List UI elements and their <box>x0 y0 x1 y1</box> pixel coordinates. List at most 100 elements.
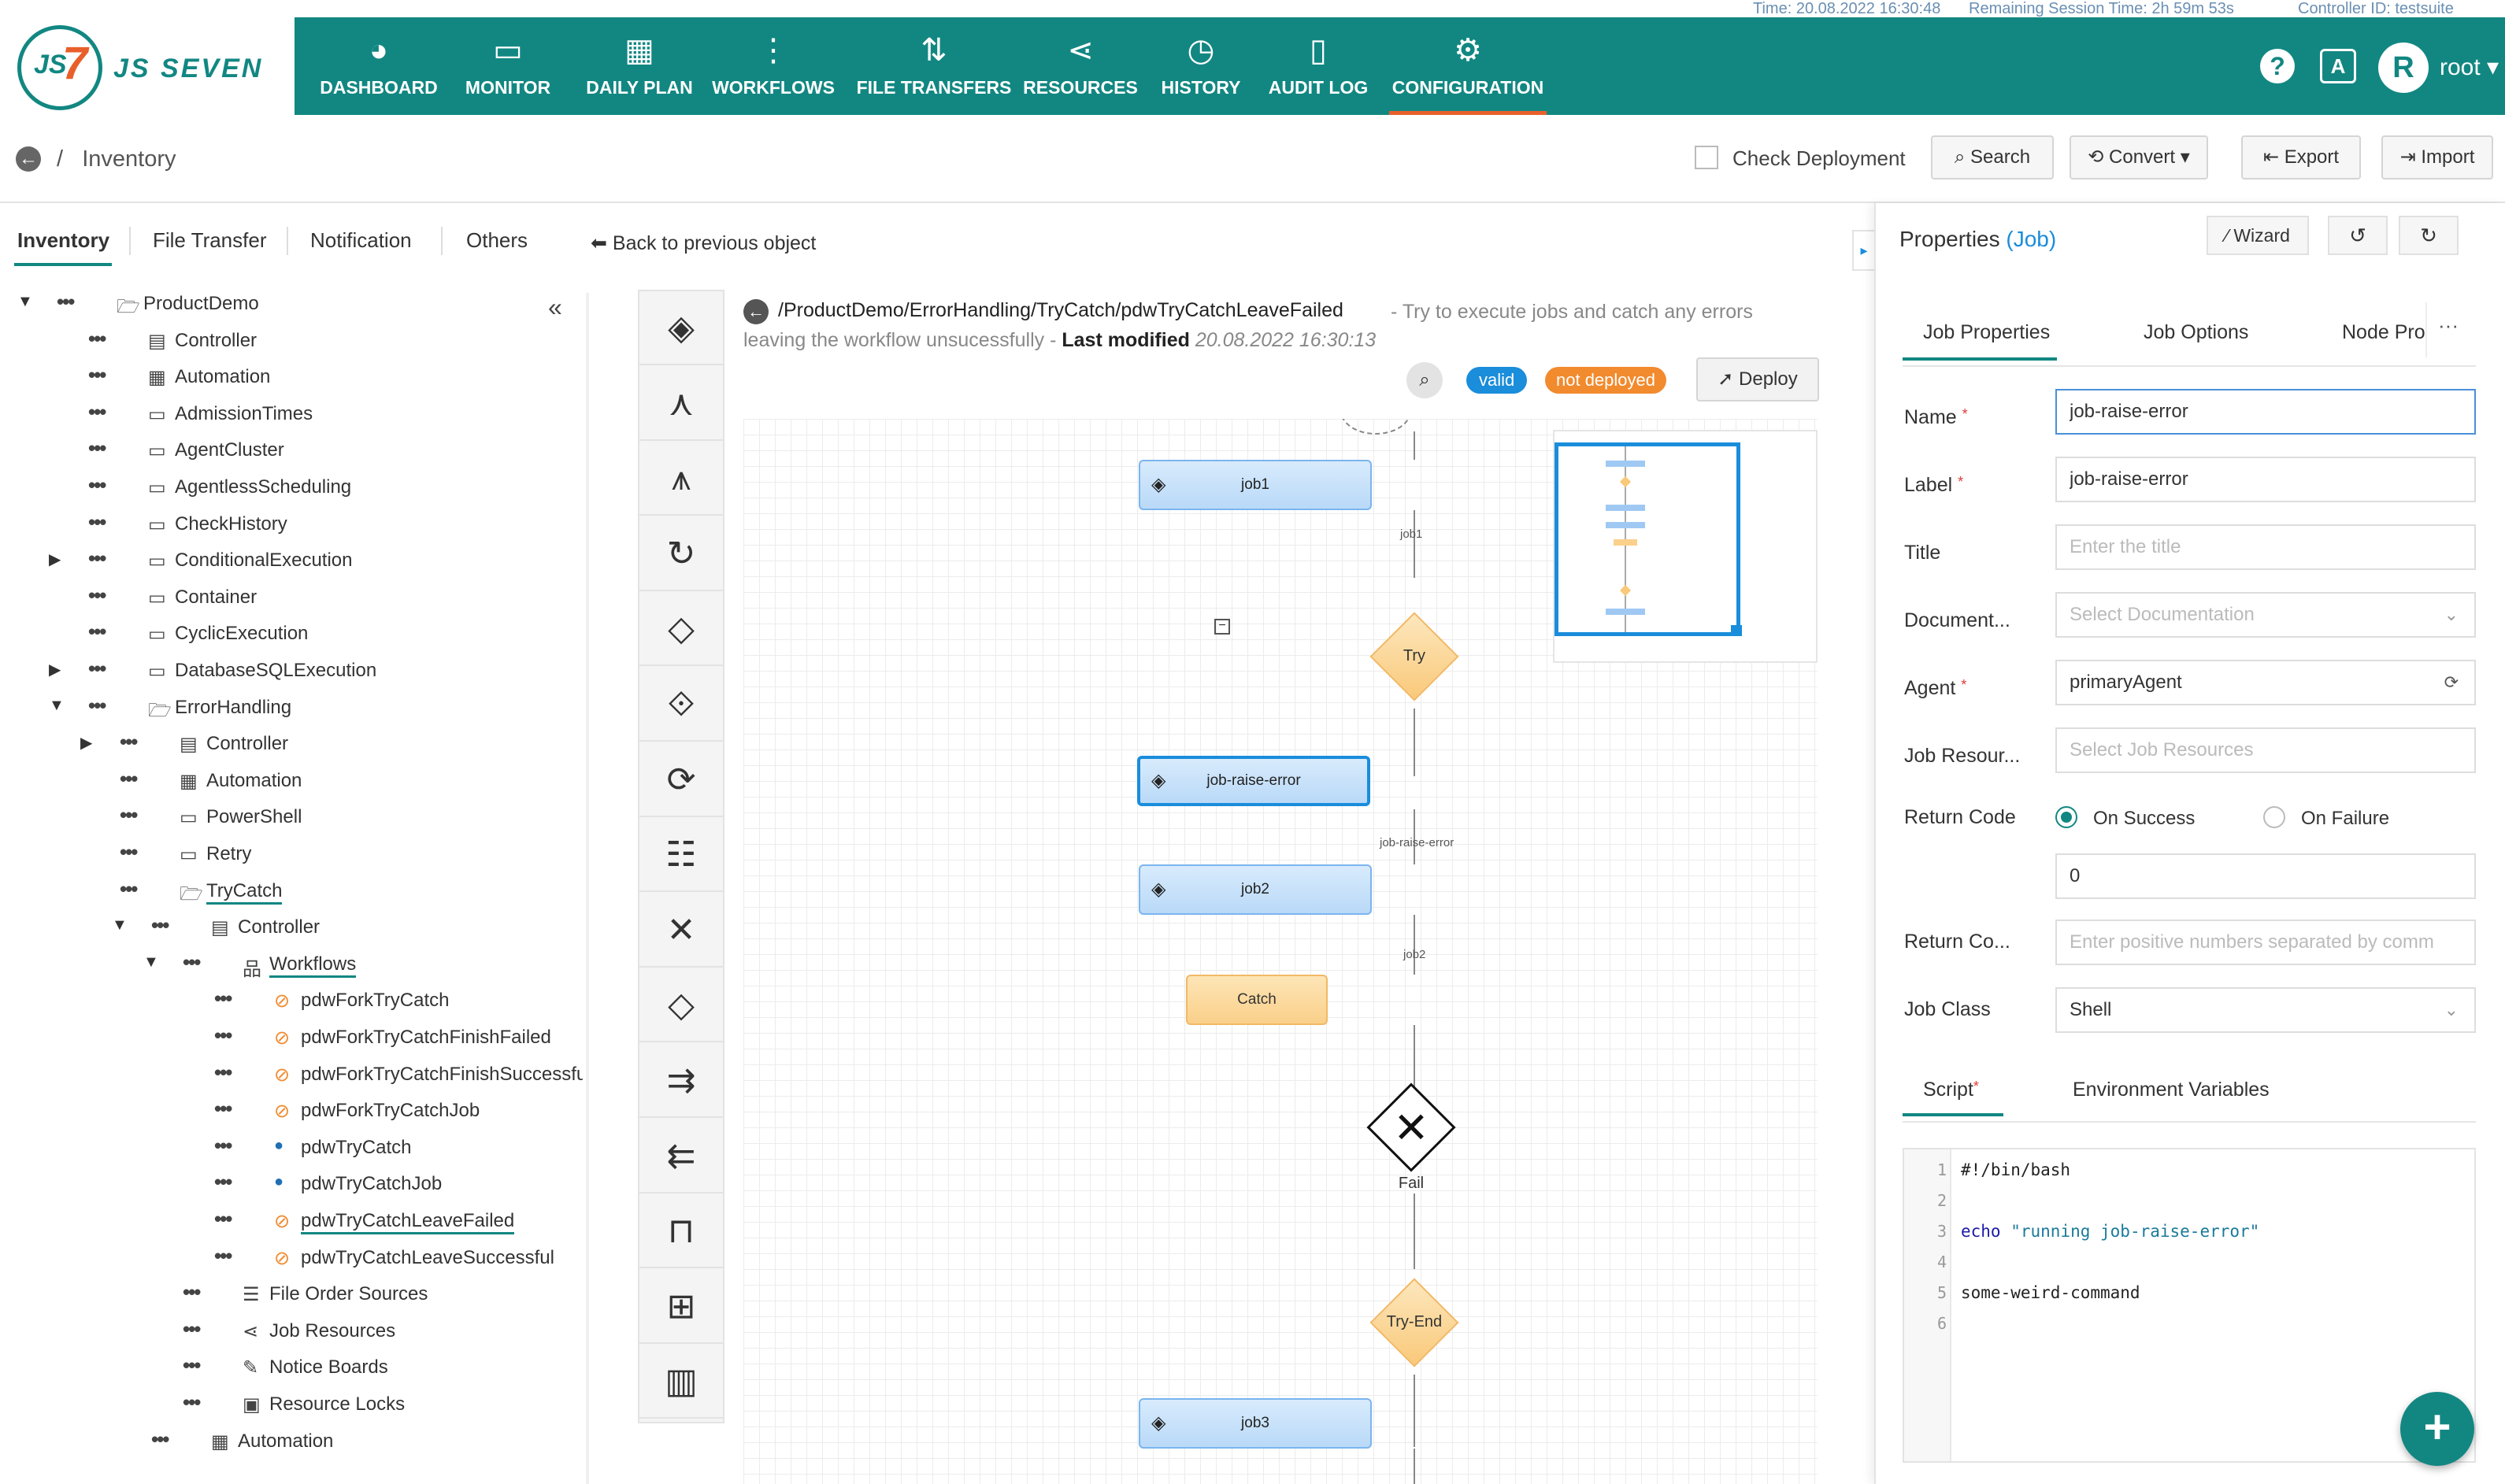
convert-button[interactable]: ⟲ Convert ▾ <box>2070 135 2208 179</box>
tree-item[interactable]: •••⊘pdwTryCatchLeaveFailed <box>0 1207 583 1242</box>
more-options-icon[interactable]: ••• <box>183 1316 201 1341</box>
more-options-icon[interactable]: ••• <box>214 1207 232 1230</box>
more-options-icon[interactable]: ••• <box>183 1353 201 1378</box>
check-deployment-checkbox[interactable] <box>1695 146 1718 169</box>
caret-right-icon[interactable]: ▶ <box>49 551 61 569</box>
tab-node-properties[interactable]: Node Pro <box>2342 321 2425 343</box>
caret-down-icon[interactable]: ▼ <box>49 696 65 714</box>
tree-item[interactable]: •••▦Automation <box>0 1427 583 1462</box>
tab-others[interactable]: Others <box>466 228 528 252</box>
collapse-icon[interactable]: − <box>1214 619 1230 635</box>
more-options-icon[interactable]: ••• <box>88 693 106 717</box>
more-options-icon[interactable]: ••• <box>88 399 106 424</box>
more-options-icon[interactable]: ••• <box>120 876 138 901</box>
catch-node[interactable]: Catch <box>1186 975 1328 1025</box>
search-button[interactable]: ⌕ Search <box>1931 135 2054 179</box>
tab-script[interactable]: Script* <box>1923 1079 1979 1101</box>
fork-list-icon[interactable]: ⩚ <box>639 442 723 516</box>
more-options-icon[interactable]: ••• <box>183 949 201 974</box>
redo-icon[interactable]: ↻ <box>2399 216 2459 255</box>
tree-item[interactable]: •••▭AgentCluster <box>0 436 583 471</box>
job-node-job2[interactable]: ◈job2 <box>1139 864 1372 915</box>
panel-splitter[interactable] <box>586 293 589 1484</box>
wizard-button[interactable]: ⁄ Wizard <box>2207 216 2309 255</box>
nav-monitor[interactable]: ▭MONITOR <box>449 17 567 115</box>
more-options-icon[interactable]: ••• <box>214 1133 232 1157</box>
tree-item[interactable]: •••●pdwTryCatchJob <box>0 1170 583 1205</box>
tree-item[interactable]: ▶•••▭ConditionalExecution <box>0 546 583 581</box>
more-options-icon[interactable]: ••• <box>214 1097 232 1121</box>
more-options-icon[interactable]: ••• <box>88 583 106 607</box>
tree-item[interactable]: •••▭Container <box>0 583 583 618</box>
help-icon[interactable]: ? <box>2260 49 2295 83</box>
more-options-icon[interactable]: ••• <box>120 840 138 864</box>
add-button[interactable]: + <box>2400 1392 2474 1466</box>
more-options-icon[interactable]: ••• <box>88 509 106 534</box>
tab-notification[interactable]: Notification <box>310 228 412 252</box>
paste-icon[interactable]: ▥ <box>639 1345 723 1419</box>
caret-down-icon[interactable]: ▼ <box>143 953 159 971</box>
tab-inventory[interactable]: Inventory <box>17 228 110 252</box>
more-options-icon[interactable]: ••• <box>120 766 138 790</box>
caret-right-icon[interactable]: ▶ <box>80 735 93 753</box>
question-icon[interactable]: ◇ <box>639 968 723 1043</box>
nav-audit-log[interactable]: ▯AUDIT LOG <box>1257 17 1380 115</box>
nav-history[interactable]: ◷HISTORY <box>1156 17 1246 115</box>
more-options-icon[interactable]: ••• <box>151 913 169 938</box>
tree-item[interactable]: •••🗁TryCatch <box>0 876 583 912</box>
on-success-radio[interactable] <box>2055 806 2077 828</box>
tree-item[interactable]: •••⊘pdwForkTryCatchFinishSuccessful <box>0 1060 583 1095</box>
nav-workflows[interactable]: ⋮WORKFLOWS <box>709 17 838 115</box>
tab-environment-variables[interactable]: Environment Variables <box>2073 1079 2270 1101</box>
refresh-icon[interactable]: ⟳ <box>2444 672 2459 692</box>
more-options-icon[interactable]: ••• <box>88 473 106 497</box>
back-arrow-icon[interactable]: ← <box>16 146 41 172</box>
tree-item[interactable]: •••⊘pdwForkTryCatchFinishFailed <box>0 1023 583 1058</box>
caret-down-icon[interactable]: ▼ <box>112 916 128 934</box>
try-icon[interactable]: ⟐ <box>639 668 723 742</box>
deploy-button[interactable]: ➚ Deploy <box>1696 357 1819 402</box>
minimap-resize-handle[interactable] <box>1731 625 1742 636</box>
more-options-icon[interactable]: ••• <box>183 1390 201 1414</box>
tree-item[interactable]: ▶•••▤Controller <box>0 730 583 764</box>
more-options-icon[interactable]: ••• <box>151 1427 169 1451</box>
more-options-icon[interactable]: ••• <box>120 730 138 754</box>
back-arrow-icon[interactable]: ← <box>743 299 769 324</box>
tree-item[interactable]: •••☰File Order Sources <box>0 1280 583 1315</box>
minimap-viewport[interactable] <box>1555 442 1740 636</box>
tree-item[interactable]: •••✎Notice Boards <box>0 1353 583 1388</box>
workflow-canvas[interactable]: ◈job1 job1 − Try ◈job-raise-error job-ra… <box>743 419 1818 1484</box>
add-order-icon[interactable]: ⊞ <box>639 1270 723 1344</box>
on-failure-radio[interactable] <box>2263 806 2285 828</box>
name-input[interactable] <box>2055 389 2476 435</box>
title-input[interactable] <box>2055 524 2476 570</box>
agent-select[interactable]: primaryAgent⟳ <box>2055 660 2476 705</box>
tree-item[interactable]: ▼•••▤Controller <box>0 913 583 948</box>
tree-item[interactable]: •••▭AgentlessScheduling <box>0 473 583 508</box>
user-menu[interactable]: root ▾ <box>2440 54 2499 80</box>
more-options-icon[interactable]: ••• <box>214 986 232 1011</box>
nav-dashboard[interactable]: ◕DASHBOARD <box>312 17 446 115</box>
documentation-select[interactable]: Select Documentation⌄ <box>2055 592 2476 638</box>
tree-item[interactable]: ▼•••🗁ProductDemo <box>0 290 583 324</box>
language-icon[interactable]: A <box>2320 49 2356 83</box>
export-button[interactable]: ⇤ Export <box>2241 135 2361 179</box>
tree-item[interactable]: •••⋖Job Resources <box>0 1316 583 1352</box>
collapse-tree-icon[interactable]: « <box>548 293 562 321</box>
tree-item[interactable]: •••●pdwTryCatch <box>0 1133 583 1168</box>
tree-item[interactable]: •••⊘pdwForkTryCatch <box>0 986 583 1021</box>
return-code-input[interactable] <box>2055 853 2476 899</box>
more-options-icon[interactable]: ••• <box>214 1243 232 1268</box>
tree-item[interactable]: •••▦Automation <box>0 363 583 398</box>
tree-item[interactable]: •••▣Resource Locks <box>0 1390 583 1425</box>
tree-item[interactable]: •••▭AdmissionTimes <box>0 399 583 435</box>
tree-item[interactable]: ▼•••🗁ErrorHandling <box>0 693 583 728</box>
cycle-icon[interactable]: ⟳ <box>639 743 723 817</box>
more-options-icon[interactable]: ••• <box>88 620 106 644</box>
fork-icon[interactable]: ⋏ <box>639 367 723 441</box>
return-code-warning-input[interactable] <box>2055 920 2476 965</box>
tree-item[interactable]: •••▤Controller <box>0 327 583 361</box>
tree-item[interactable]: •••▭CyclicExecution <box>0 620 583 654</box>
caret-down-icon[interactable]: ▼ <box>17 293 33 310</box>
